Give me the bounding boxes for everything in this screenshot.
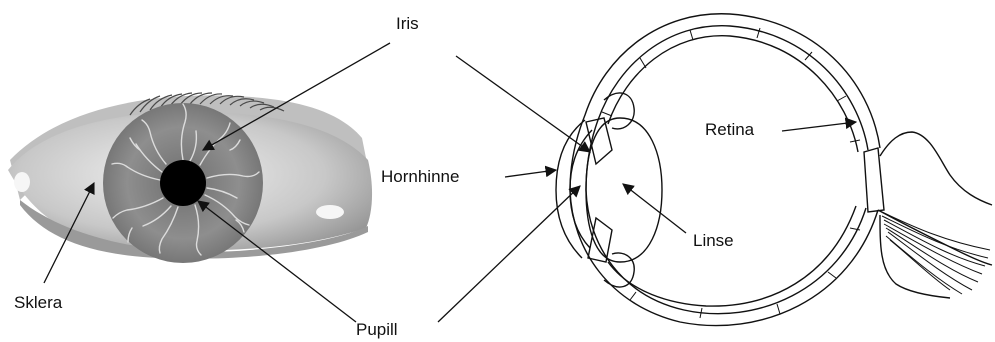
- eye-reflection: [316, 205, 344, 219]
- cornea-inner: [570, 130, 592, 248]
- optic-nerve-fibers: [882, 212, 990, 294]
- label-pupill: Pupill: [356, 321, 398, 338]
- linse-arrow: [623, 184, 686, 233]
- label-retina: Retina: [705, 121, 754, 138]
- hornhinne-arrow: [505, 170, 556, 177]
- globe-inner-wall: [586, 26, 868, 314]
- label-hornhinne: Hornhinne: [381, 168, 459, 185]
- eye-reflection: [14, 172, 30, 192]
- optic-nerve: [880, 132, 992, 205]
- label-iris: Iris: [396, 15, 419, 32]
- retina-arrow: [782, 122, 856, 131]
- iris-section-upper: [586, 118, 612, 164]
- external-eye-illustration: [8, 93, 372, 263]
- optic-disc: [864, 148, 884, 212]
- pupil: [160, 160, 206, 206]
- label-sklera: Sklera: [14, 294, 62, 311]
- label-linse: Linse: [693, 232, 734, 249]
- globe-outer-wall: [570, 14, 880, 326]
- retina-lower: [608, 206, 856, 306]
- iris-arrow-right: [456, 56, 590, 152]
- pupill-arrow-right: [438, 186, 580, 322]
- eye-cross-section: [556, 14, 992, 326]
